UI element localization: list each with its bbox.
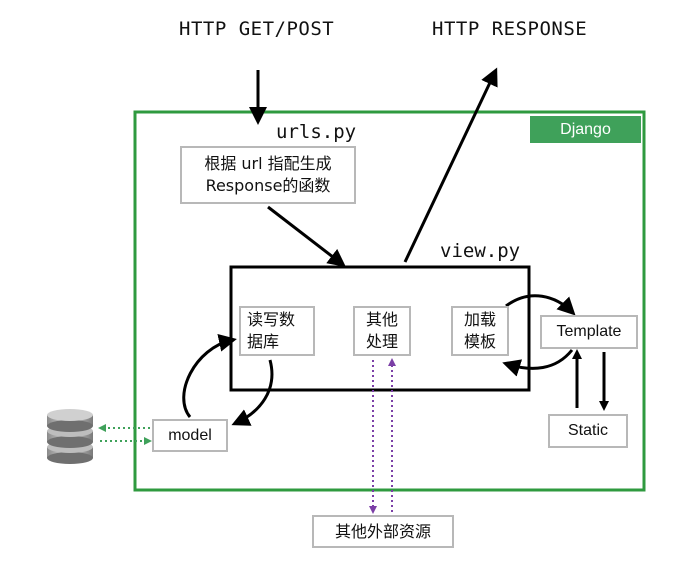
other-line1: 其他 [365, 310, 398, 329]
http-request-label: HTTP GET/POST [179, 18, 335, 40]
django-tag: Django [530, 116, 641, 143]
urls-desc-line1: 根据 url 指配生成 [204, 154, 332, 173]
static-label: Static [567, 422, 608, 439]
rw-line1: 读写数 [247, 310, 296, 329]
urls-box: 根据 url 指配生成 Response的函数 [180, 146, 356, 204]
django-frame [133, 110, 646, 492]
load-line1: 加载 [463, 310, 496, 329]
rw-line2: 据库 [247, 332, 280, 351]
database-icon [47, 409, 93, 464]
load-line2: 模板 [463, 332, 496, 351]
http-response-label: HTTP RESPONSE [432, 18, 588, 40]
django-label: Django [560, 120, 611, 138]
response-arrow [403, 67, 498, 263]
other-line2: 处理 [365, 332, 398, 351]
template-to-load-arrow [502, 349, 574, 377]
urls-filename: urls.py [276, 121, 357, 143]
model-to-rw-arrow [182, 333, 237, 418]
template-label: Template [556, 323, 622, 340]
template-box: Template [540, 315, 638, 349]
other-processing-box: 其他 处理 [353, 306, 411, 356]
model-label: model [168, 426, 212, 444]
load-to-template-arrow [505, 294, 576, 316]
static-box: Static [548, 414, 628, 448]
read-write-db-box: 读写数 据库 [239, 306, 315, 356]
load-template-box: 加载 模板 [451, 306, 509, 356]
external-resources-box: 其他外部资源 [312, 515, 454, 548]
view-filename: view.py [440, 240, 521, 262]
urls-to-view-arrow [267, 205, 346, 268]
rw-to-model-arrow [231, 359, 274, 426]
model-box: model [152, 419, 228, 452]
external-label: 其他外部资源 [334, 521, 431, 541]
urls-desc-line2: Response的函数 [205, 176, 331, 195]
